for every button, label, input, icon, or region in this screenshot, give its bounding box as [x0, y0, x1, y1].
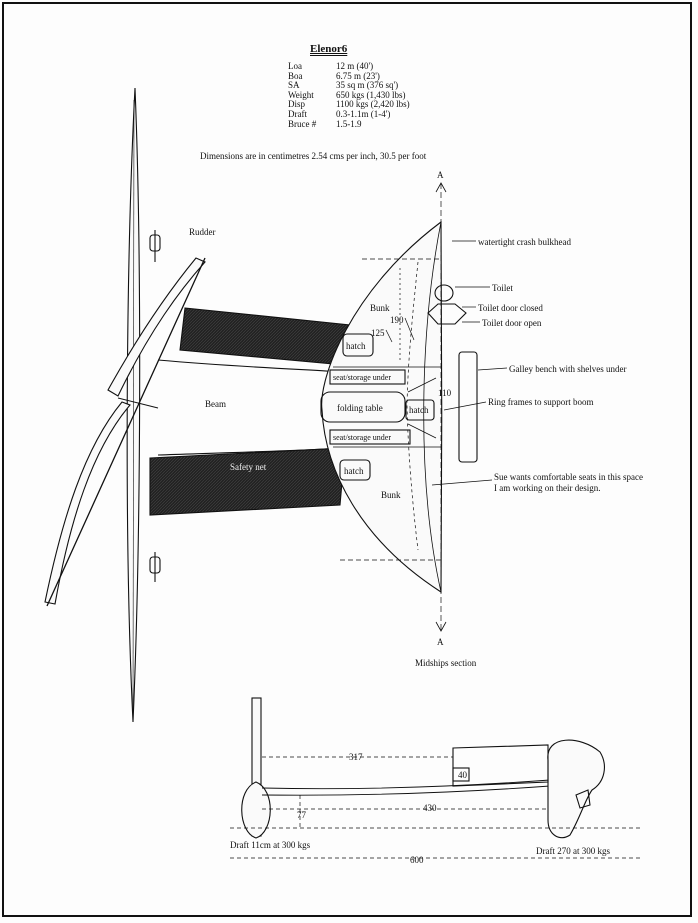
hull-section	[547, 739, 605, 839]
section-a-top-label: A	[437, 170, 444, 180]
spec-row-bruce: Bruce #1.5-1.9	[288, 118, 362, 129]
seat-storage-bottom-label: seat/storage under	[333, 433, 391, 442]
design-title: Elenor6	[310, 43, 348, 55]
callout-seats-line2: I am working on their design.	[494, 483, 601, 493]
safety-net-bottom	[149, 447, 346, 516]
seat-storage-top-label: seat/storage under	[333, 373, 391, 382]
dim-190-label: 190	[390, 315, 404, 325]
hatch-bottom-label: hatch	[344, 466, 364, 476]
callout-seats-line1: Sue wants comfortable seats in this spac…	[494, 472, 643, 482]
main-hull	[321, 220, 443, 594]
callout-toilet-door-open: Toilet door open	[482, 318, 542, 328]
boom-foil-upper	[107, 257, 206, 397]
callout-crash-bulkhead: watertight crash bulkhead	[478, 237, 571, 247]
page-border	[2, 2, 692, 917]
dim-317-label: 317	[349, 752, 363, 762]
dim-77-label: 77	[297, 810, 306, 820]
hatch-top	[342, 333, 374, 357]
dimensions-note: Dimensions are in centimetres 2.54 cms p…	[200, 151, 427, 161]
callout-toilet-door-closed: Toilet door closed	[478, 303, 543, 313]
dim-110-label: 110	[438, 388, 452, 398]
beam-label: Beam	[205, 399, 226, 409]
dim-430-label: 430	[423, 803, 437, 813]
float-section	[241, 781, 271, 839]
folding-table	[320, 391, 406, 423]
bunk-bottom-label: Bunk	[381, 490, 401, 500]
seat-storage-top	[329, 369, 406, 385]
bunk-top-label: Bunk	[370, 303, 390, 313]
rudder-label: Rudder	[189, 227, 216, 237]
hatch-bottom	[339, 459, 371, 481]
callout-ring-frames: Ring frames to support boom	[488, 397, 594, 407]
section-a-bottom-label: A	[437, 637, 444, 647]
safety-net-label: Safety net	[230, 462, 267, 472]
draft-left-label: Draft 11cm at 300 kgs	[230, 840, 311, 850]
dim-125-label: 125	[371, 328, 385, 338]
midships-section-label: Midships section	[415, 658, 477, 668]
dim-40-label: 40	[458, 770, 467, 780]
hatch-middle-label: hatch	[409, 405, 429, 415]
folding-table-label: folding table	[337, 403, 383, 413]
callout-toilet: Toilet	[492, 283, 513, 293]
seat-storage-bottom	[329, 429, 411, 445]
boom-foil-lower	[44, 401, 131, 605]
toilet-bowl	[434, 284, 454, 302]
callout-galley-bench: Galley bench with shelves under	[509, 364, 627, 374]
toilet-door	[427, 303, 467, 325]
hatch-middle	[405, 399, 435, 421]
dim-600-label: 600	[410, 855, 424, 865]
hatch-top-label: hatch	[346, 341, 366, 351]
rudder-top	[149, 230, 161, 262]
rudder-bottom	[149, 552, 161, 582]
draft-right-label: Draft 270 at 300 kgs	[536, 846, 610, 856]
